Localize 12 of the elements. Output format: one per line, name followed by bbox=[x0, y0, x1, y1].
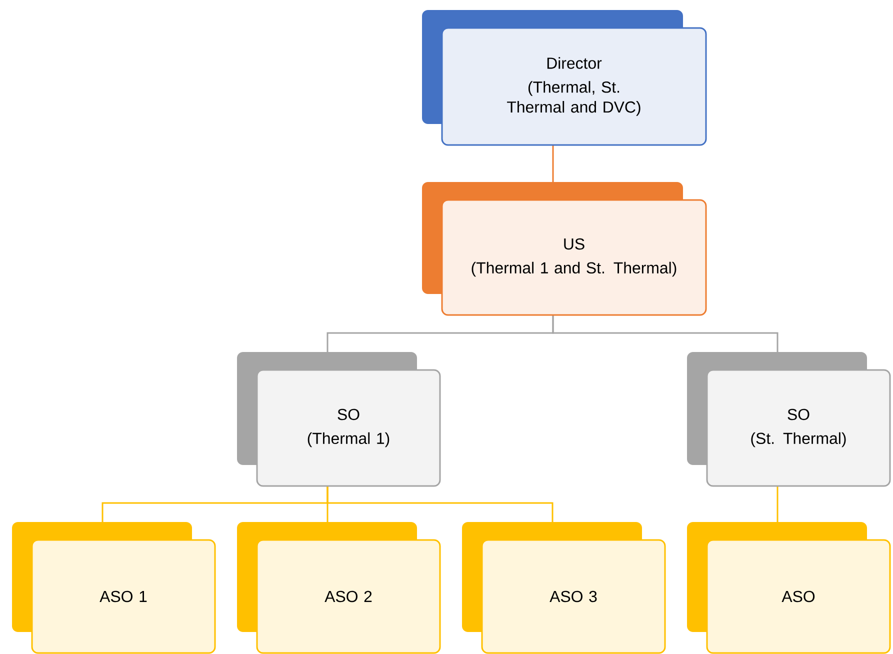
connector-line bbox=[552, 315, 778, 352]
org-box: ASO bbox=[687, 522, 891, 654]
org-box: ASO 2 bbox=[237, 522, 441, 654]
org-box: Director (Thermal, St. Thermal and DVC) bbox=[422, 10, 707, 146]
org-box: ASO 3 bbox=[462, 522, 666, 654]
org-box: SO (St. Thermal) bbox=[687, 352, 891, 487]
org-box: SO (Thermal 1) bbox=[237, 352, 441, 487]
org-box: ASO 1 bbox=[12, 522, 216, 654]
connector-line bbox=[326, 486, 554, 522]
org-box: US (Thermal 1 and St. Thermal) bbox=[422, 182, 707, 316]
connector-line bbox=[552, 145, 554, 182]
connector-line bbox=[776, 486, 778, 522]
